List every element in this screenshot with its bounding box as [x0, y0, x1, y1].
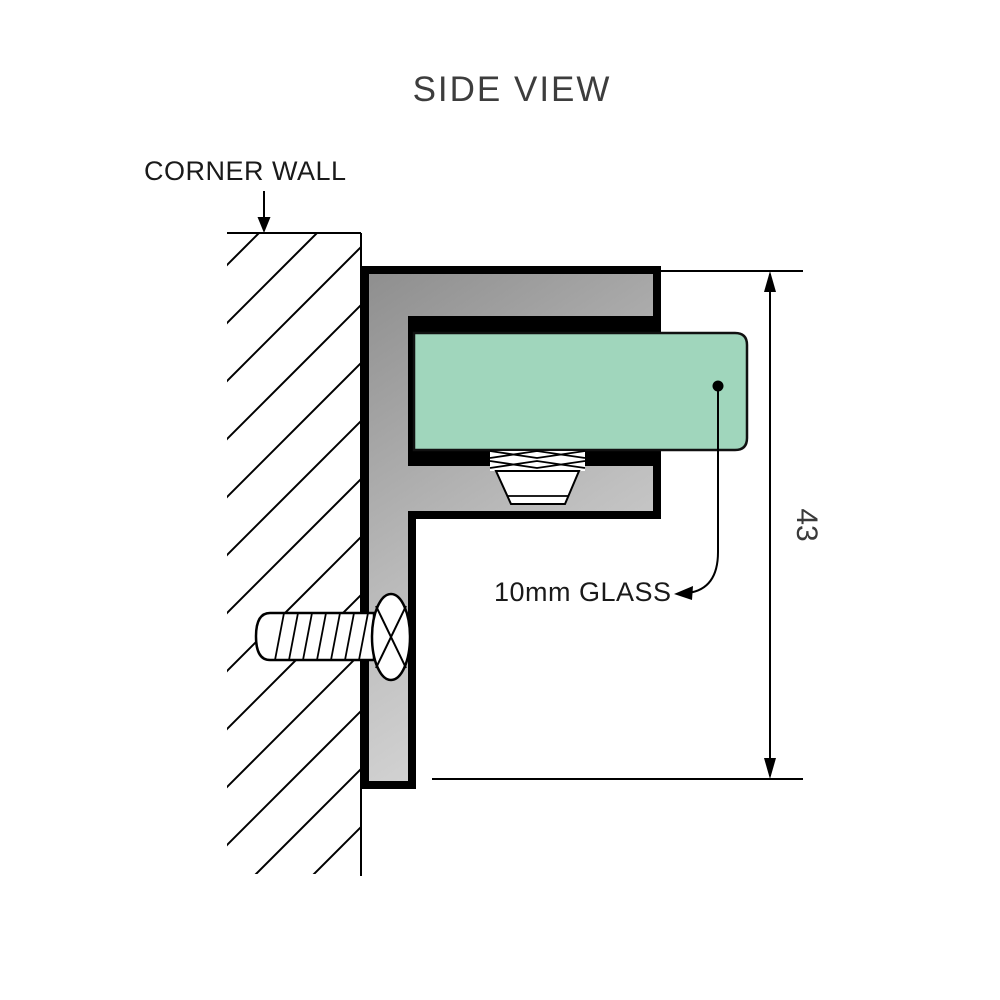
height-dimension: 43	[432, 270, 823, 780]
screw-threads	[274, 612, 369, 661]
corner-wall-callout: CORNER WALL	[144, 156, 347, 233]
callout-leader-line	[687, 391, 719, 594]
wall-section	[227, 232, 362, 876]
page-title: SIDE VIEW	[413, 70, 612, 109]
corner-wall-label: CORNER WALL	[144, 156, 347, 186]
glass-label: 10mm GLASS	[494, 577, 672, 607]
wall-hatching	[227, 233, 361, 874]
down-arrow-icon	[257, 217, 271, 233]
set-screw-pad	[489, 450, 586, 505]
dimension-arrow-up-icon	[764, 271, 776, 292]
left-arrow-icon	[674, 586, 693, 600]
glass-panel	[412, 331, 749, 452]
pad-threads	[489, 450, 586, 469]
glass-callout: 10mm GLASS	[494, 380, 724, 607]
callout-dot	[712, 380, 724, 392]
wall-screw	[254, 592, 412, 682]
dimension-value: 43	[790, 508, 823, 541]
dimension-arrow-down-icon	[764, 758, 776, 779]
screw-shaft	[254, 611, 376, 662]
pad-body	[494, 470, 581, 505]
screw-head-cross	[375, 605, 407, 669]
